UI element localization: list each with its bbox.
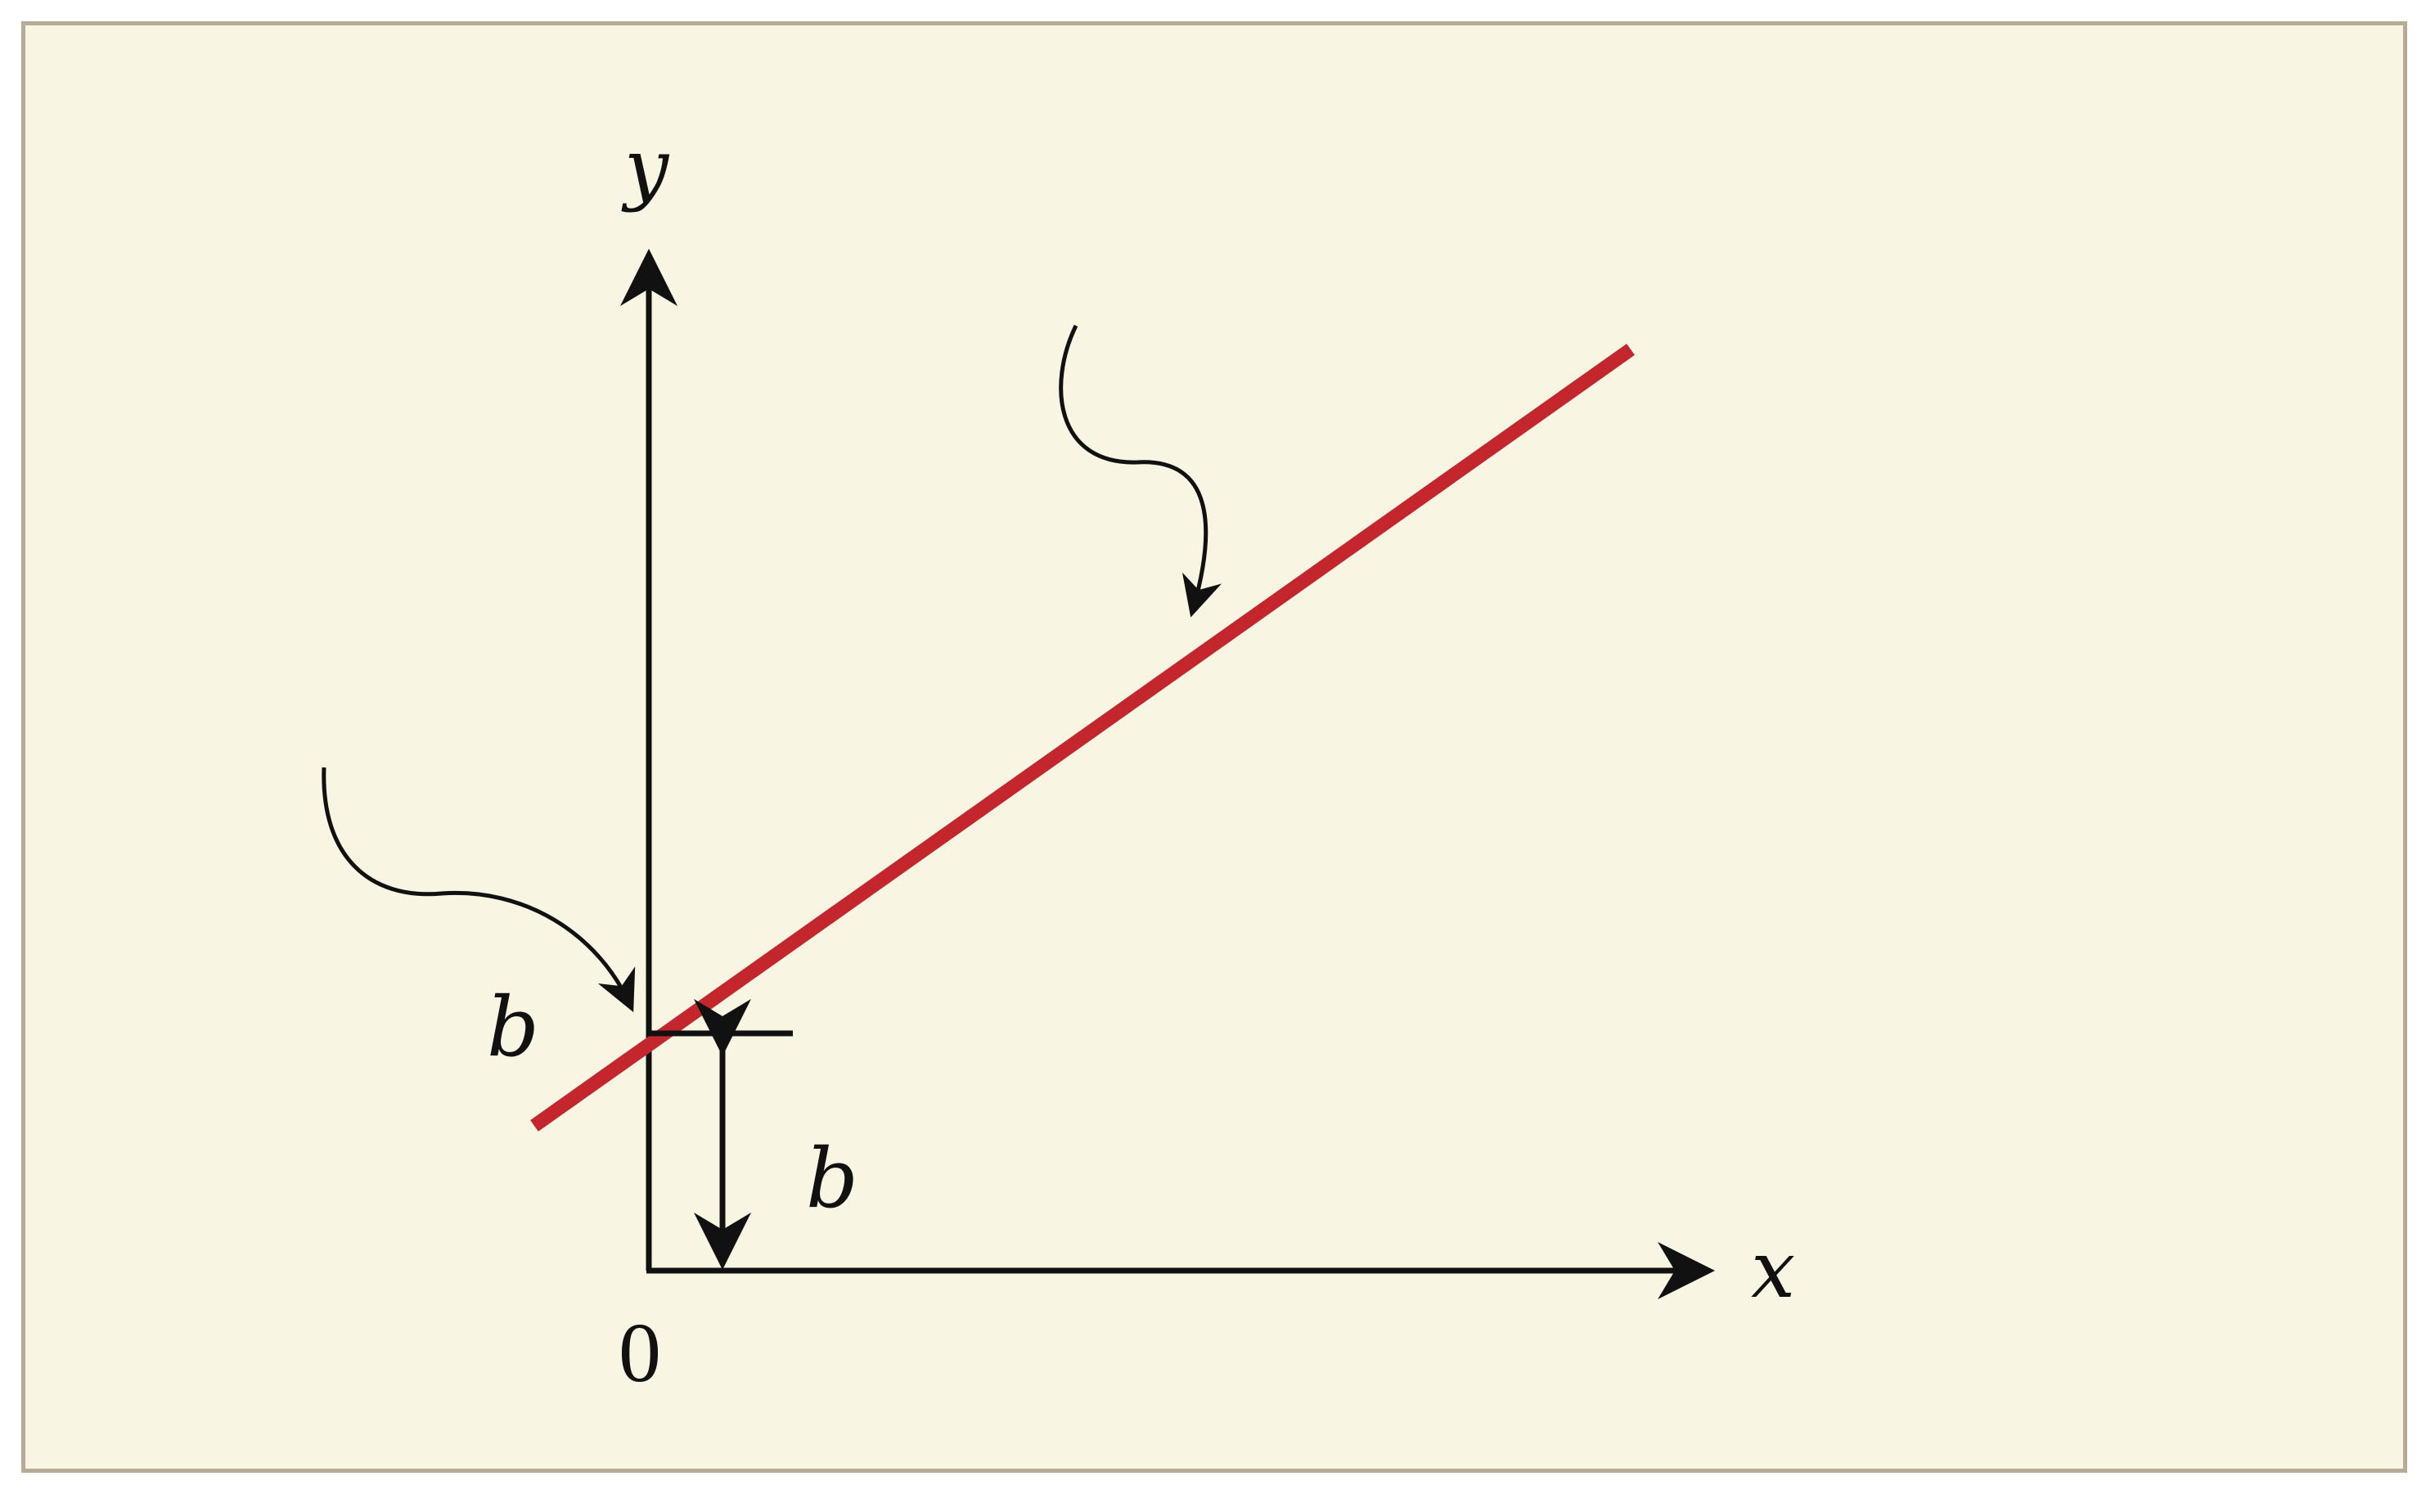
intercept-height-label: b xyxy=(806,1131,858,1226)
y-axis-label: y xyxy=(621,122,670,214)
x-axis-label: x xyxy=(1751,1224,1795,1316)
red-line xyxy=(530,344,1635,1132)
line-pointer-arrow xyxy=(1059,324,1222,618)
origin-label: 0 xyxy=(619,1306,661,1400)
intercept-label: b xyxy=(487,979,539,1075)
intercept-pointer-arrow xyxy=(322,767,636,1013)
figure-frame xyxy=(21,21,2407,1473)
